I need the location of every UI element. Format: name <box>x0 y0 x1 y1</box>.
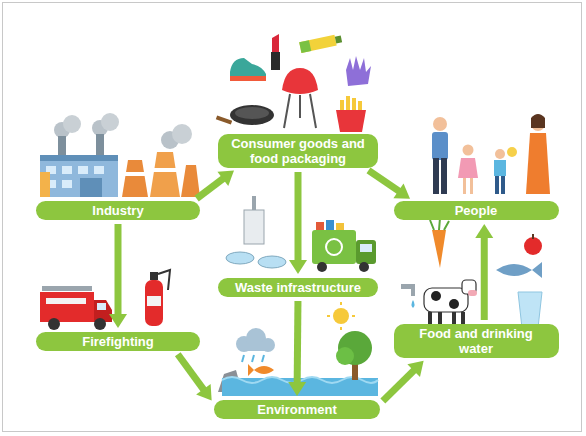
arrow-shaft <box>295 172 302 262</box>
food-and-water-icons <box>401 218 542 328</box>
arrow-head <box>109 314 127 328</box>
label-pill: Firefighting <box>36 332 200 351</box>
fire-truck-icon <box>40 270 170 330</box>
arrow-shaft <box>383 369 415 401</box>
node-label: Firefighting <box>82 334 154 349</box>
flow-arrow <box>197 170 234 198</box>
arrow-head <box>196 384 212 401</box>
flow-arrow <box>383 361 424 401</box>
node-label: Waste infrastructure <box>235 280 361 295</box>
arrow-head <box>289 260 307 274</box>
node-label: Food and drinking water <box>402 326 551 356</box>
flow-arrow <box>288 301 306 396</box>
label-pill: People <box>394 201 559 220</box>
arrow-head <box>393 183 410 198</box>
flow-arrow <box>475 224 493 320</box>
flow-arrow <box>109 224 127 328</box>
flow-arrow <box>289 172 307 274</box>
arrow-shaft <box>178 354 205 391</box>
node-label: Industry <box>92 203 143 218</box>
label-pill: Waste infrastructure <box>218 278 378 297</box>
node-label: Environment <box>257 402 336 417</box>
arrow-shaft <box>368 170 400 192</box>
flow-arrow <box>368 170 410 198</box>
consumer-goods-icons <box>216 34 371 132</box>
arrow-head <box>217 170 234 186</box>
arrow-head <box>407 361 423 377</box>
flow-arrow <box>178 354 212 400</box>
label-pill: Environment <box>214 400 380 419</box>
arrow-head <box>288 382 306 396</box>
node-label: Consumer goods and food packaging <box>226 136 370 166</box>
arrow-shaft <box>115 224 122 316</box>
arrow-shaft <box>481 236 488 320</box>
node-label: People <box>455 203 498 218</box>
arrow-shaft <box>197 178 225 199</box>
label-pill: Consumer goods and food packaging <box>218 134 378 168</box>
factory-icon <box>40 113 200 197</box>
people-icon <box>432 114 550 194</box>
arrow-head <box>475 224 493 238</box>
label-pill: Food and drinking water <box>394 324 559 358</box>
label-pill: Industry <box>36 201 200 220</box>
arrow-shaft <box>294 301 302 384</box>
